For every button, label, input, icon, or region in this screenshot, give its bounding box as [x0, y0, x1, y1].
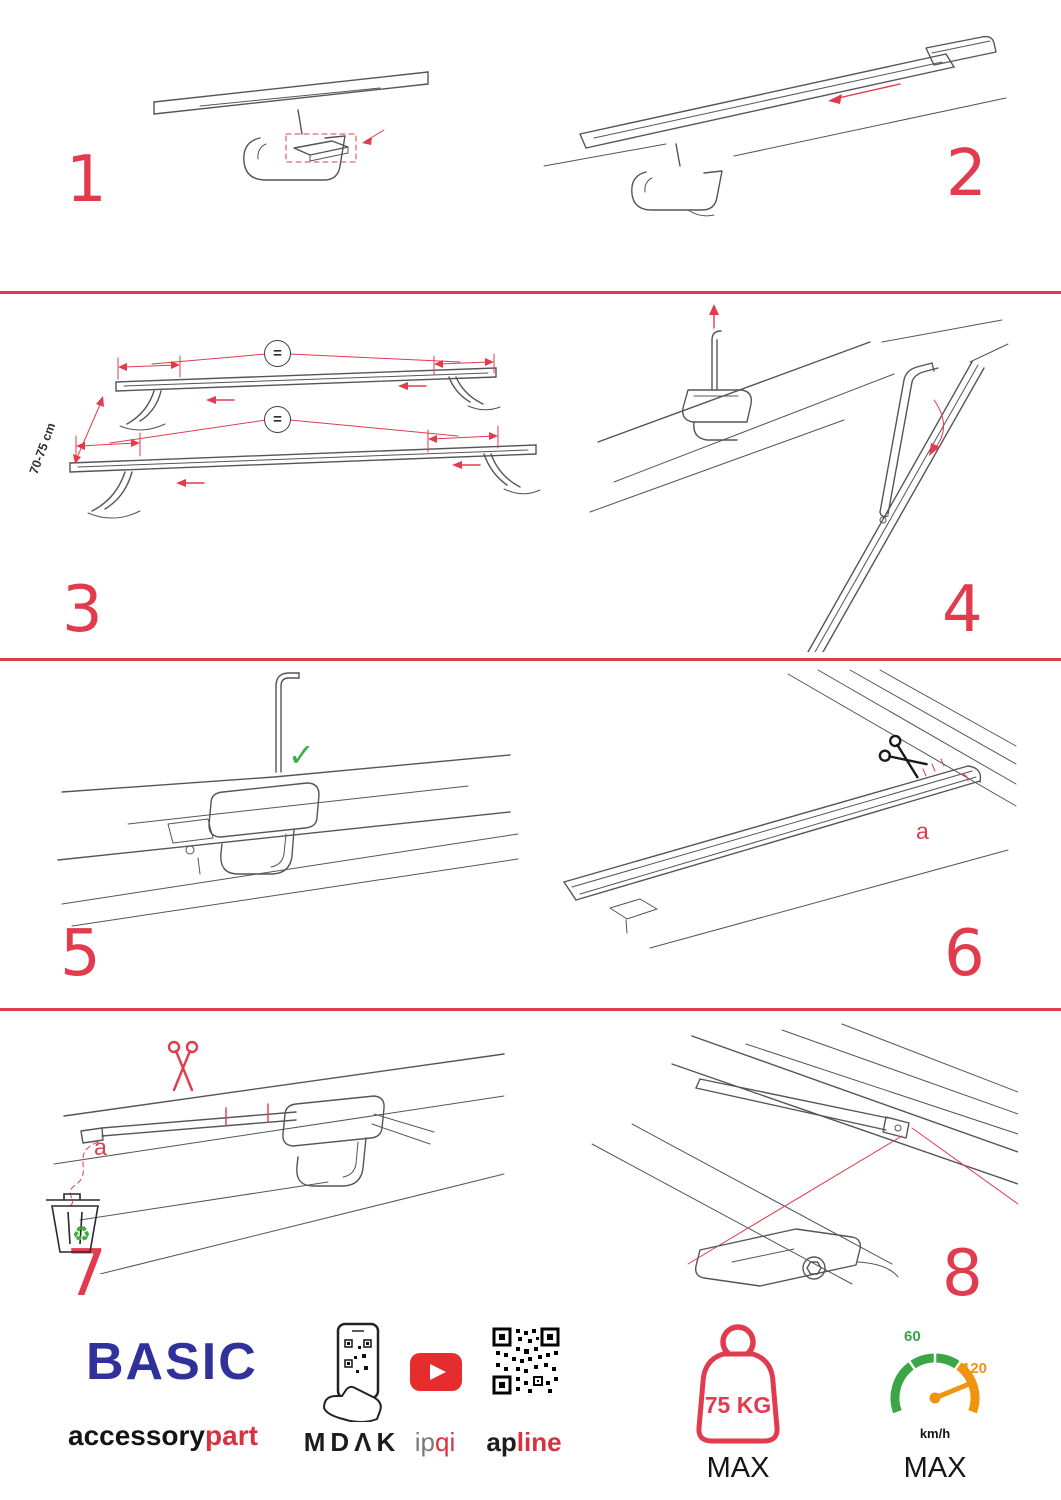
step-7-illustration [46, 1040, 505, 1274]
logo-ipqi: ipqi [400, 1427, 470, 1458]
brand-sub-black: accessory [68, 1420, 206, 1451]
step-1-illustration [153, 71, 429, 181]
logo-ipqi-gray: ip [414, 1427, 435, 1457]
equals-symbol: = [273, 411, 282, 428]
step-3-illustration [69, 353, 541, 519]
step-6-number: 6 [944, 917, 985, 991]
rotation-arrow [931, 399, 944, 453]
weight-icon [696, 1324, 780, 1444]
brand-logo-basic: BASIC [86, 1333, 258, 1391]
logo-apline-black: ap [486, 1427, 517, 1457]
step-5-illustration [57, 672, 519, 927]
section-divider [0, 291, 1061, 294]
speed-120-label: 120 [962, 1360, 988, 1377]
step-8-number: 8 [942, 1237, 983, 1311]
step-4-illustration [589, 304, 1009, 652]
speed-unit-label: km/h [919, 1426, 951, 1441]
cut-label-a: a [94, 1134, 107, 1160]
equals-badge-bottom: = [264, 406, 291, 433]
trash-icon [46, 1193, 100, 1253]
step-1-number: 1 [66, 143, 107, 217]
speed-60-label: 60 [904, 1328, 921, 1345]
scissors-icon [167, 1040, 199, 1092]
allen-key [879, 362, 939, 518]
qr-code [492, 1327, 560, 1395]
logo-apline: apline [479, 1427, 569, 1458]
weight-value: 75 KG [704, 1392, 772, 1418]
brand-logo-accessorypart: accessorypart [68, 1420, 258, 1452]
logo-mdak: MDΛK [303, 1427, 401, 1457]
cut-label-a: a [916, 818, 929, 844]
equals-symbol: = [273, 345, 282, 362]
section-divider [0, 658, 1061, 661]
logo-ipqi-red: qi [435, 1427, 456, 1457]
check-icon: ✓ [288, 736, 315, 774]
step-2-number: 2 [946, 137, 987, 211]
step-3-number: 3 [62, 573, 103, 647]
step-8-illustration [591, 1023, 1018, 1287]
scissors-icon [878, 734, 928, 779]
equals-badge-top: = [264, 340, 291, 367]
speedometer-icon [890, 1352, 980, 1414]
step-2-illustration [543, 35, 1007, 217]
section-divider [0, 1008, 1061, 1011]
speed-max-label: MAX [903, 1452, 967, 1484]
weight-max-label: MAX [706, 1452, 770, 1484]
recycle-icon: ♻ [72, 1222, 91, 1246]
step-4-number: 4 [942, 573, 983, 647]
phone-qr-icon [322, 1322, 382, 1422]
brand-sub-red: part [205, 1420, 258, 1451]
step-5-number: 5 [60, 917, 101, 991]
step-6-illustration [563, 669, 1017, 949]
logo-apline-red: line [516, 1427, 562, 1457]
youtube-icon [410, 1353, 462, 1391]
